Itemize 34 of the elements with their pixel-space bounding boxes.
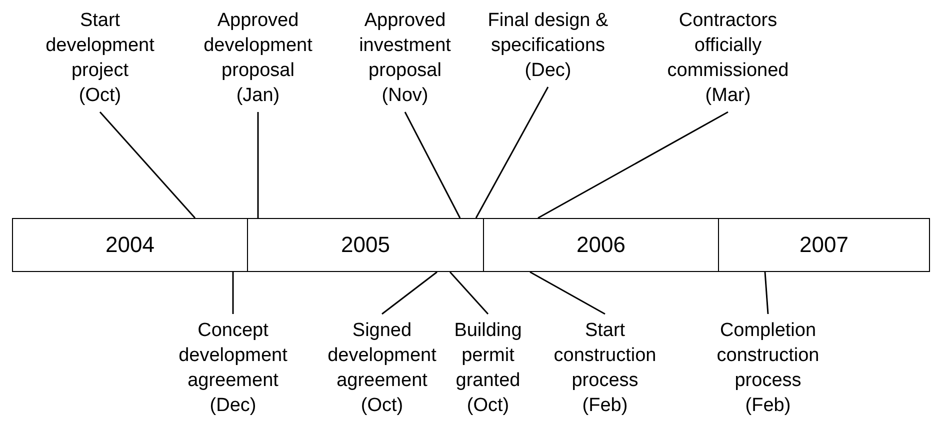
event-date: (Feb)	[581, 394, 629, 418]
event-date: (Jan)	[235, 84, 281, 108]
leader-line	[257, 112, 259, 218]
event-label: Concept development agreement	[178, 319, 288, 393]
event-date: (Oct)	[466, 394, 510, 418]
event-label: Start development project	[44, 9, 156, 83]
leader-line	[475, 86, 549, 218]
event-date: (Dec)	[524, 59, 572, 83]
leader-line	[449, 272, 489, 314]
event-label: Contractors officially commissioned	[666, 9, 790, 83]
leader-line	[99, 112, 196, 218]
event-date: (Mar)	[704, 84, 752, 108]
leader-line	[764, 272, 769, 314]
event-date: (Oct)	[78, 84, 122, 108]
event-label: Completion construction process	[716, 319, 820, 393]
event-label: Building permit granted	[453, 319, 523, 393]
event-label: Final design & specifications	[486, 9, 610, 58]
leader-line	[530, 271, 606, 315]
event-date: (Dec)	[208, 394, 258, 418]
year-segment: 2004	[12, 218, 248, 272]
event-label: Start construction process	[552, 319, 658, 393]
leader-line	[404, 112, 461, 218]
year-segment: 2007	[718, 218, 930, 272]
event-label: Approved development proposal	[202, 9, 314, 83]
leader-line	[232, 272, 234, 314]
event-date: (Oct)	[360, 394, 404, 418]
event-date: (Nov)	[380, 84, 430, 108]
event-date: (Feb)	[744, 394, 792, 418]
year-segment: 2006	[483, 218, 719, 272]
year-segment: 2005	[247, 218, 484, 272]
leader-line	[538, 111, 728, 219]
event-label: Signed development agreement	[326, 319, 438, 393]
leader-line	[382, 271, 438, 315]
event-label: Approved investment proposal	[358, 9, 452, 83]
